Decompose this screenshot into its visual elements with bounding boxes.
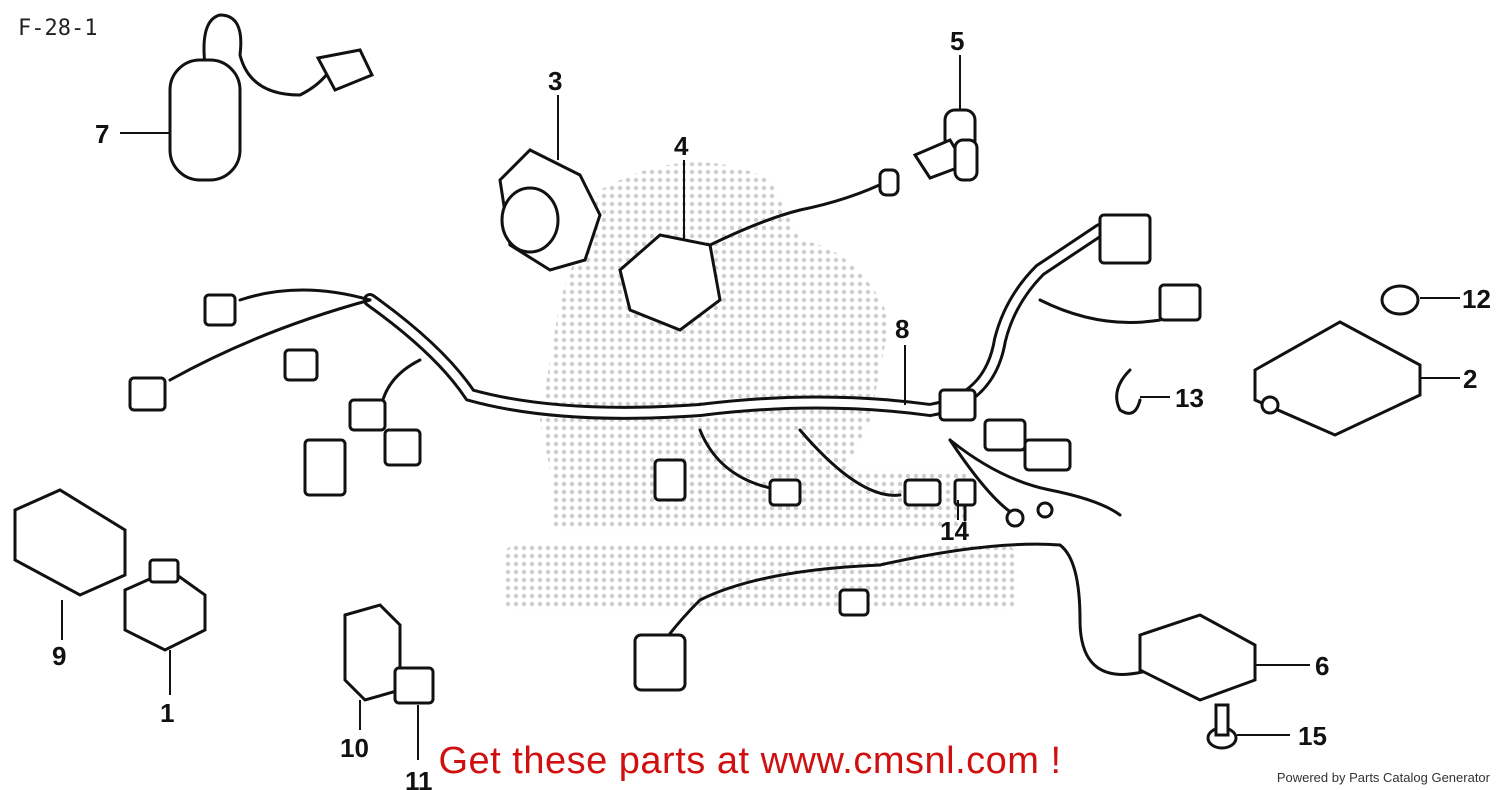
callout-11: 11: [405, 766, 433, 790]
part-2-control-unit: [1253, 320, 1422, 437]
part-15-bolt: [1206, 703, 1238, 750]
callout-4: 4: [674, 131, 689, 161]
part-10-relay: [343, 603, 402, 702]
part-14-bolt: [953, 478, 977, 522]
callout-15: 15: [1298, 721, 1327, 751]
part-1-holder: [123, 558, 207, 652]
part-3-mount: [498, 148, 602, 272]
callout-1: 1: [160, 698, 174, 728]
callout-7: 7: [95, 119, 109, 149]
part-5-fitting: [912, 108, 979, 182]
part-4-relay: [618, 168, 900, 332]
callout-14: 14: [940, 516, 969, 546]
part-7-component: [168, 13, 375, 182]
callout-13: 13: [1175, 383, 1204, 413]
part-9-cover: [13, 488, 127, 597]
callout-numbers: 1 2 3 4 5 6 7 8 9 10 11 12 13 14 15: [52, 26, 1491, 790]
watermark-logo: [505, 162, 1015, 610]
callout-10: 10: [340, 733, 369, 763]
part-6-regulator: [1138, 613, 1257, 702]
diagram-id: F-28-1: [18, 16, 98, 41]
callout-12: 12: [1462, 284, 1491, 314]
cta-link[interactable]: Get these parts at www.cmsnl.com !: [438, 740, 1062, 782]
callout-8: 8: [895, 314, 909, 344]
callout-9: 9: [52, 641, 66, 671]
part-11-connector: [393, 666, 435, 705]
callout-5: 5: [950, 26, 964, 56]
part-8-harness: [128, 213, 1202, 692]
powered-by-text: Powered by Parts Catalog Generator: [1276, 770, 1490, 785]
part-13-clip: [1115, 368, 1142, 415]
callout-2: 2: [1463, 364, 1477, 394]
leader-lines: [61, 55, 1460, 760]
callout-3: 3: [548, 66, 562, 96]
callout-6: 6: [1315, 651, 1329, 681]
part-12-grommet: [1380, 284, 1420, 316]
